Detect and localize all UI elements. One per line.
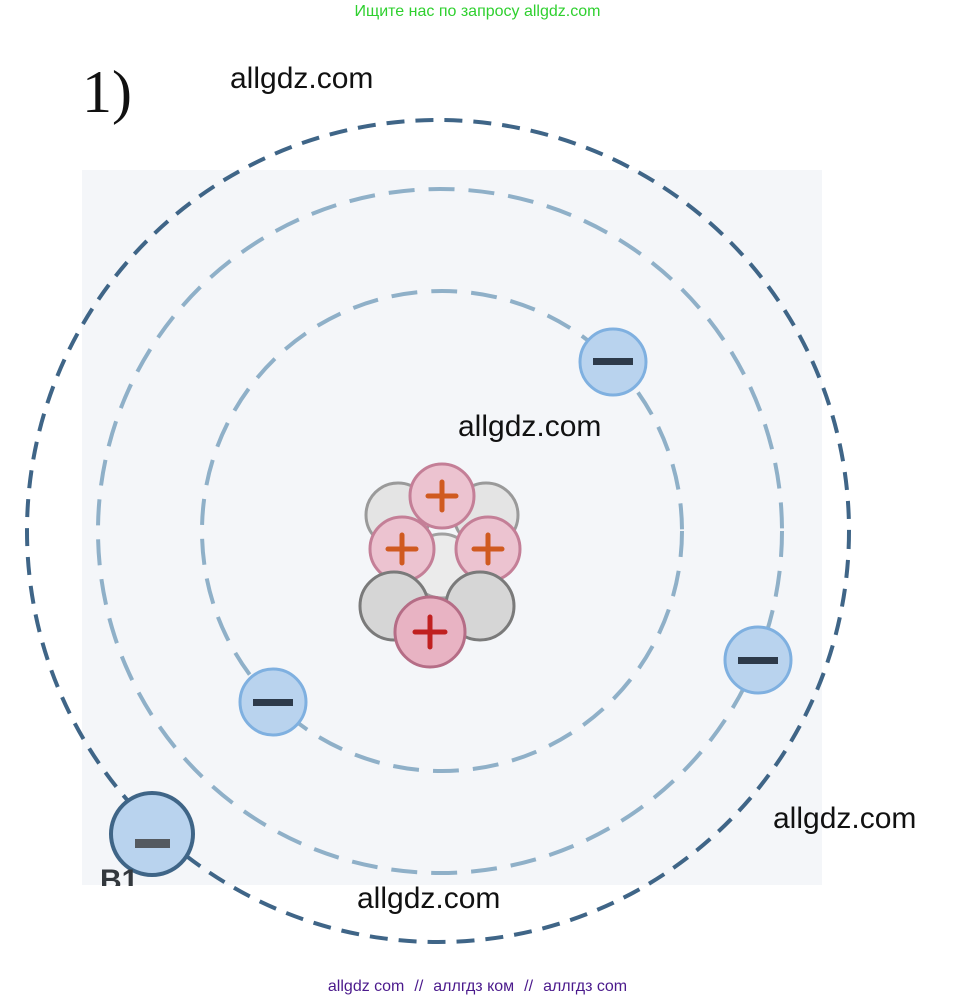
nucleus [358,462,522,669]
proton [454,515,522,583]
footer-link[interactable]: аллгдз ком [433,978,515,995]
inner-orbit [200,289,684,773]
proton [368,515,436,583]
watermark: allgdz.com [458,410,602,443]
watermark: allgdz.com [357,882,501,915]
middle-orbit [96,187,784,875]
problem-number: 1) [82,59,132,125]
electron [238,667,308,737]
footer-links: allgdz com // аллгдз ком // аллгдз com [0,978,955,996]
footer-separator: // [414,978,424,995]
electron [578,327,648,397]
footer-link[interactable]: аллгдз com [543,978,628,995]
electron [723,625,793,695]
proton-front [393,595,467,669]
watermark: allgdz.com [230,62,374,95]
top-banner[interactable]: Ищите нас по запросу allgdz.com [354,3,601,20]
watermark: allgdz.com [773,802,917,835]
footer-separator: // [524,978,534,995]
proton [408,462,476,530]
electron [109,791,195,877]
outer-orbit [25,118,851,944]
footer-link[interactable]: allgdz com [327,978,405,995]
